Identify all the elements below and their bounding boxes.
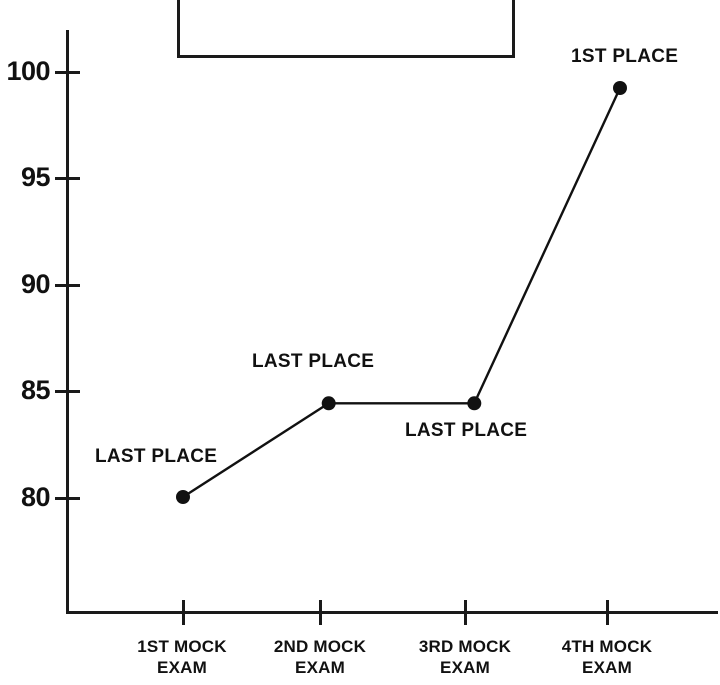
data-point-3[interactable] — [467, 396, 482, 411]
x-tick-label-2-line2: EXAM — [295, 658, 345, 678]
y-tick-label-80: 80 — [20, 482, 51, 512]
x-tick-label-1: 1ST MOCK EXAM — [102, 636, 262, 679]
x-tick-mark-2 — [319, 600, 322, 625]
y-tick-mark-95 — [55, 177, 80, 180]
data-point-1[interactable] — [176, 490, 190, 504]
x-tick-label-1-line1: 1ST MOCK — [137, 637, 227, 656]
data-point-3-annotation: LAST PLACE — [405, 420, 528, 441]
x-tick-label-4-line2: EXAM — [582, 658, 632, 678]
y-tick-label-85: 85 — [20, 375, 51, 405]
x-axis-line — [66, 611, 718, 614]
y-tick-mark-100 — [55, 71, 80, 74]
data-point-2-annotation: LAST PLACE — [252, 351, 375, 372]
y-tick-label-95: 95 — [20, 162, 51, 192]
x-tick-label-2: 2ND MOCK EXAM — [240, 636, 400, 679]
data-point-2[interactable] — [321, 396, 336, 411]
legend-box — [177, 0, 515, 58]
x-tick-label-4-line1: 4TH MOCK — [561, 637, 653, 656]
x-tick-mark-4 — [606, 600, 609, 625]
y-tick-mark-80 — [55, 497, 80, 500]
y-axis-line — [66, 30, 69, 614]
data-point-1-annotation: LAST PLACE — [95, 446, 218, 467]
x-tick-mark-3 — [464, 600, 467, 625]
y-tick-label-90: 90 — [20, 269, 51, 299]
series-line-1 — [181, 86, 622, 499]
y-tick-label-100: 100 — [6, 56, 50, 86]
data-point-4-annotation: 1ST PLACE — [571, 46, 679, 67]
x-tick-label-3-line2: EXAM — [440, 658, 490, 678]
x-tick-label-4: 4TH MOCK EXAM — [527, 636, 687, 679]
x-tick-label-3: 3RD MOCK EXAM — [385, 636, 545, 679]
data-point-4[interactable] — [613, 81, 627, 95]
y-tick-mark-90 — [55, 284, 80, 287]
y-tick-mark-85 — [55, 390, 80, 393]
x-tick-label-3-line1: 3RD MOCK — [418, 637, 512, 656]
x-tick-label-1-line2: EXAM — [157, 658, 207, 678]
x-tick-label-2-line1: 2ND MOCK — [273, 637, 367, 656]
x-tick-mark-1 — [182, 600, 185, 625]
